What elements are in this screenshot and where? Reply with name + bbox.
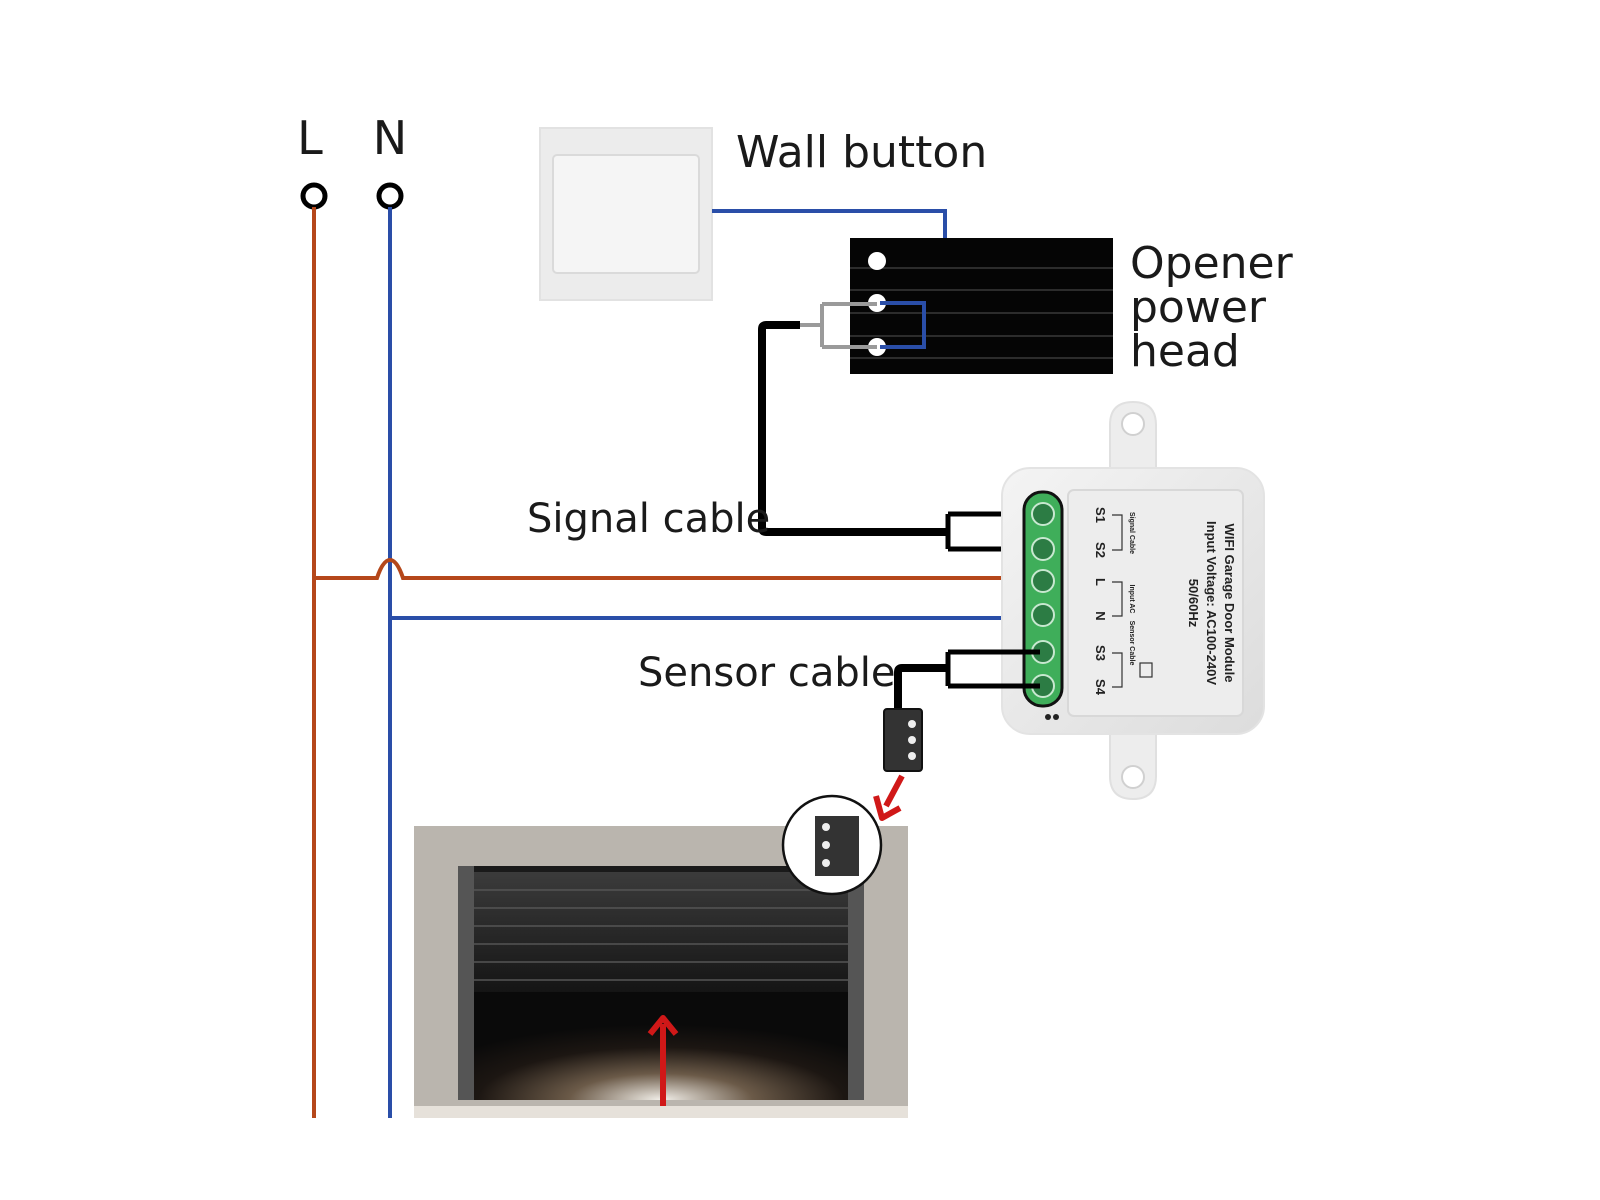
zoom-sensor	[815, 816, 859, 876]
opener-stripes	[850, 267, 1113, 359]
opener-label-line3: head	[1130, 326, 1240, 377]
terminal-screw-l	[1031, 569, 1055, 593]
signal-cable-wire	[758, 321, 948, 536]
module-terminal-n: N	[1093, 611, 1108, 620]
module-label-panel	[1067, 489, 1244, 717]
terminal-screw-s2	[1031, 537, 1055, 561]
module-group-signal: Signal Cable	[1128, 512, 1135, 554]
module-led-2	[1053, 714, 1059, 720]
roller-shutter	[474, 872, 848, 992]
sensor-cable-label: Sensor cable	[638, 650, 895, 696]
garage-inner-jamb-left	[458, 866, 474, 1100]
garage-door-module: WIFI Garage Door Module Input Voltage: A…	[1001, 400, 1265, 801]
roller-shutter-slats	[474, 889, 848, 981]
garage-inner-jamb-right	[848, 866, 864, 1100]
opener-label-line2: power	[1130, 282, 1267, 333]
sensor-cable: Sensor cable	[638, 649, 1040, 821]
module-schematic-marks	[1112, 514, 1153, 688]
zoom-sensor-dot-1	[822, 823, 830, 831]
module-group-sensor: Sensor Cable	[1128, 621, 1135, 666]
garage-floor-strip	[414, 1106, 908, 1118]
zoom-sensor-dot-2	[822, 841, 830, 849]
reed-sensor-dot-3	[908, 752, 916, 760]
reed-sensor	[883, 708, 923, 772]
opener-label-line1: Opener	[1130, 238, 1294, 289]
neutral-terminal-label: N	[373, 111, 407, 165]
opener-terminal-top	[868, 252, 886, 270]
module-led-1	[1045, 714, 1051, 720]
module-terminal-s4: S4	[1093, 679, 1108, 696]
door-up-arrow-head-icon	[647, 1015, 679, 1036]
opener-body	[850, 238, 1113, 374]
wall-button-label: Wall button	[736, 127, 987, 178]
module-print: WIFI Garage Door Module Input Voltage: A…	[1093, 507, 1237, 696]
module-terminal-s1: S1	[1093, 507, 1108, 523]
wall-button-rocker	[552, 154, 700, 274]
reed-sensor-dot-2	[908, 736, 916, 744]
opener-power-head: Opener power head	[800, 238, 1294, 377]
sensor-cable-wire	[894, 664, 948, 710]
wall-button: Wall button	[539, 127, 987, 327]
module-group-input: Input AC	[1128, 585, 1135, 614]
mains-supply: L N	[297, 111, 1040, 1118]
live-terminal-icon	[300, 182, 328, 210]
signal-cable-label: Signal cable	[527, 496, 770, 542]
terminal-screw-n	[1031, 603, 1055, 627]
opener-blue-loop	[880, 301, 926, 349]
garage-door	[414, 794, 908, 1118]
signal-bridge-wire	[800, 302, 877, 349]
sensor-arrow-icon	[883, 774, 905, 808]
live-terminal-label: L	[297, 111, 323, 165]
module-terminal-s3: S3	[1093, 645, 1108, 661]
zoom-sensor-dot-3	[822, 859, 830, 867]
neutral-terminal-icon	[376, 182, 404, 210]
module-terminal-l: L	[1093, 578, 1108, 586]
module-voltage: Input Voltage: AC100-240V	[1204, 521, 1219, 685]
module-title: WIFI Garage Door Module	[1222, 524, 1237, 683]
module-terminal-s2: S2	[1093, 542, 1108, 558]
module-screws	[1031, 502, 1055, 698]
sensor-arrow-head-icon	[873, 795, 902, 821]
module-ear-top-hole	[1121, 412, 1145, 436]
live-wire-to-module	[314, 557, 1040, 580]
terminal-screw-s1	[1031, 502, 1055, 526]
reed-sensor-dot-1	[908, 720, 916, 728]
module-ear-bottom-hole	[1121, 765, 1145, 789]
module-frequency: 50/60Hz	[1186, 579, 1201, 628]
